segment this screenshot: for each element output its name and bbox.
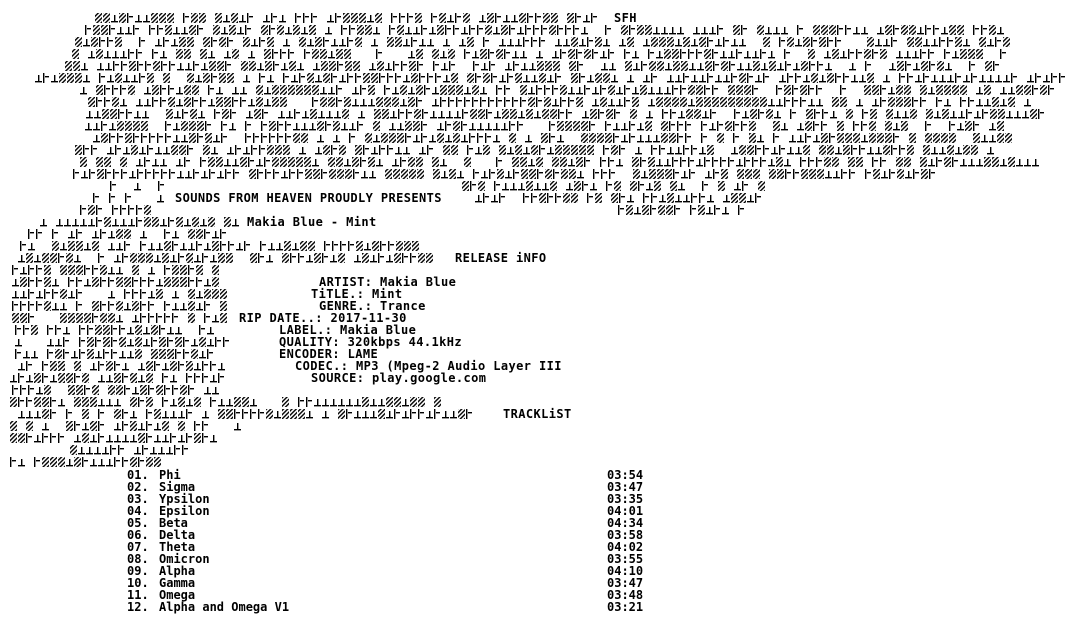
track-name: Theta — [159, 540, 196, 554]
track-duration: 04:10 — [607, 564, 644, 578]
track-duration: 03:55 — [607, 552, 644, 566]
track-number: 07. — [127, 540, 149, 554]
track-row: 03. Ypsilon 03:35 — [127, 492, 652, 506]
track-duration: 04:02 — [607, 540, 644, 554]
info-artist: ARTIST: Makia Blue — [319, 275, 457, 289]
track-name: Alpha and Omega V1 — [159, 600, 290, 614]
track-duration: 03:58 — [607, 528, 644, 542]
track-duration: 03:21 — [607, 600, 644, 614]
track-duration: 04:34 — [607, 516, 644, 530]
track-row: 10. Gamma 03:47 — [127, 576, 652, 590]
art-blocks — [10, 13, 1065, 467]
track-number: 06. — [127, 528, 149, 542]
track-name: Omega — [159, 588, 196, 602]
track-duration: 03:47 — [607, 576, 644, 590]
track-number: 11. — [127, 588, 149, 602]
track-number: 03. — [127, 492, 149, 506]
track-row: 01. Phi 03:54 — [127, 468, 652, 482]
info-codec: CODEC.: MP3 (Mpeg-2 Audio Layer III — [295, 359, 562, 373]
track-number: 08. — [127, 552, 149, 566]
info-genre: GENRE.: Trance — [319, 299, 426, 313]
track-name: Sigma — [159, 480, 196, 494]
track-duration: 04:01 — [607, 504, 644, 518]
track-row: 02. Sigma 03:47 — [127, 480, 652, 494]
track-row: 09. Alpha 04:10 — [127, 564, 652, 578]
track-name: Epsilon — [159, 504, 210, 518]
track-row: 11. Omega 03:48 — [127, 588, 652, 602]
track-name: Alpha — [159, 564, 196, 578]
track-number: 05. — [127, 516, 149, 530]
info-label: LABEL.: Makia Blue — [279, 323, 417, 337]
track-duration: 03:48 — [607, 588, 644, 602]
track-name: Omicron — [159, 552, 210, 566]
track-number: 01. — [127, 468, 149, 482]
track-row: 04. Epsilon 04:01 — [127, 504, 652, 518]
track-number: 02. — [127, 480, 149, 494]
presents-line: SOUNDS FROM HEAVEN PROUDLY PRESENTS — [175, 191, 442, 205]
track-number: 10. — [127, 576, 149, 590]
track-name: Phi — [159, 468, 181, 482]
track-name: Ypsilon — [159, 492, 210, 506]
release-name: Makia Blue - Mint — [247, 215, 377, 229]
info-encoder: ENCODER: LAME — [279, 347, 379, 361]
track-number: 09. — [127, 564, 149, 578]
info-title: TiTLE.: Mint — [311, 287, 403, 301]
track-row: 07. Theta 04:02 — [127, 540, 652, 554]
track-name: Gamma — [159, 576, 196, 590]
track-duration: 03:47 — [607, 480, 644, 494]
track-row: 08. Omicron 03:55 — [127, 552, 652, 566]
info-quality: QUALITY: 320kbps 44.1kHz — [279, 335, 462, 349]
group-tag: SFH — [614, 11, 637, 25]
info-source: SOURCE: play.google.com — [311, 371, 487, 385]
release-info-heading: RELEASE iNFO — [455, 251, 547, 265]
track-duration: 03:54 — [607, 468, 644, 482]
track-row: 06. Delta 03:58 — [127, 528, 652, 542]
track-number: 04. — [127, 504, 149, 518]
info-rip-date: RIP DATE..: 2017-11-30 — [239, 311, 407, 325]
track-name: Beta — [159, 516, 188, 530]
track-number: 12. — [127, 600, 149, 614]
track-name: Delta — [159, 528, 196, 542]
track-row: 05. Beta 04:34 — [127, 516, 652, 530]
track-row: 12. Alpha and Omega V1 03:21 — [127, 600, 652, 614]
tracklist-heading: TRACKLiST — [503, 407, 572, 421]
track-duration: 03:35 — [607, 492, 644, 506]
